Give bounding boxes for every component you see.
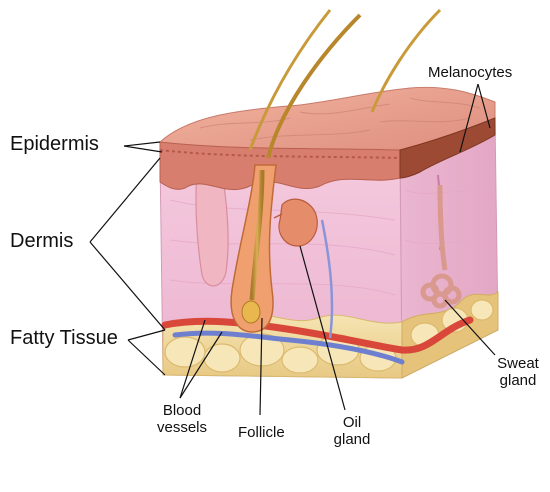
pointer-lines	[89, 83, 496, 416]
label-epidermis: Epidermis	[10, 133, 99, 155]
sweat-gland-coil	[420, 184, 462, 309]
hair-root	[249, 169, 265, 301]
hair-bulb	[241, 300, 261, 324]
label-dermis: Dermis	[10, 230, 74, 252]
label-blood-vessels: Blood vessels	[156, 402, 208, 437]
label-oil-gland: Oil gland	[333, 414, 371, 449]
follicle	[230, 164, 277, 333]
vein-branch	[320, 219, 334, 339]
label-fatty-tissue: Fatty Tissue	[10, 327, 118, 349]
hair-right	[370, 8, 442, 113]
epidermis-side-band	[399, 117, 496, 179]
artery	[161, 316, 474, 354]
hair-left	[248, 9, 332, 151]
label-follicle: Follicle	[238, 424, 285, 441]
hair-center	[266, 13, 362, 159]
dermis-duct	[195, 169, 229, 287]
label-melanocytes: Melanocytes	[428, 64, 513, 81]
label-sweat-gland: Sweat gland	[497, 355, 539, 390]
oil-gland	[278, 198, 318, 247]
vein	[172, 330, 405, 365]
epidermis-front-inner	[159, 149, 401, 159]
